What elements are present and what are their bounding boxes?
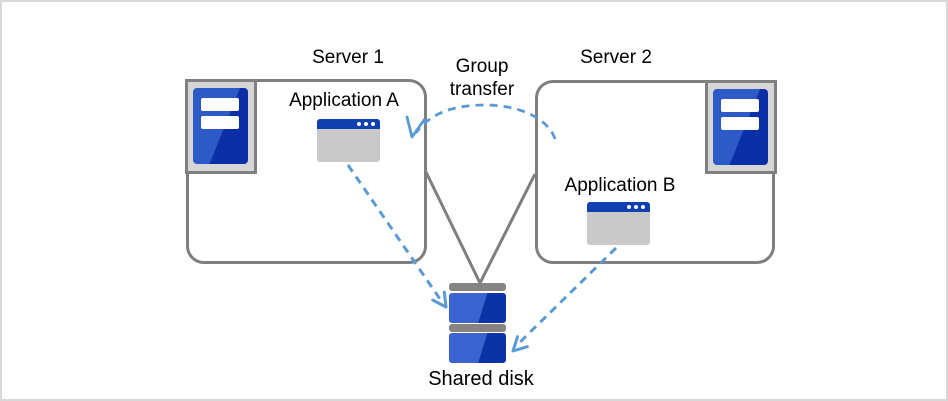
disk-cap	[449, 324, 506, 332]
window-body	[587, 212, 650, 245]
server1-tower-icon	[185, 79, 257, 174]
servers-to-disk-lines	[424, 171, 537, 287]
disk-cap	[449, 283, 506, 291]
server2-tower-icon	[705, 80, 777, 174]
application-b-label: Application B	[564, 175, 676, 196]
application-b-window-icon	[587, 202, 650, 245]
server-tower-body	[713, 89, 768, 165]
window-buttons-icon	[357, 122, 375, 126]
group-transfer-label: Group transfer	[449, 56, 515, 100]
application-a-window-icon	[317, 119, 380, 162]
window-titlebar	[587, 202, 650, 212]
server-drive-slot	[721, 99, 759, 112]
disk-platter	[449, 333, 506, 363]
window-body	[317, 129, 380, 162]
server-drive-slot	[721, 117, 759, 130]
application-a-label: Application A	[289, 90, 399, 111]
disk-platter	[449, 293, 506, 323]
server2-label: Server 2	[580, 47, 652, 68]
shared-disk-icon	[449, 283, 506, 363]
window-titlebar	[317, 119, 380, 129]
server-drive-slot	[201, 98, 239, 111]
shared-disk-label: Shared disk	[428, 368, 534, 390]
app-a-to-disk-arrowhead-icon	[431, 290, 448, 309]
server-drive-slot	[201, 116, 239, 129]
window-buttons-icon	[627, 205, 645, 209]
server1-label: Server 1	[312, 47, 384, 68]
server-tower-body	[193, 88, 248, 164]
app-b-to-disk-arrowhead-icon	[511, 335, 529, 353]
